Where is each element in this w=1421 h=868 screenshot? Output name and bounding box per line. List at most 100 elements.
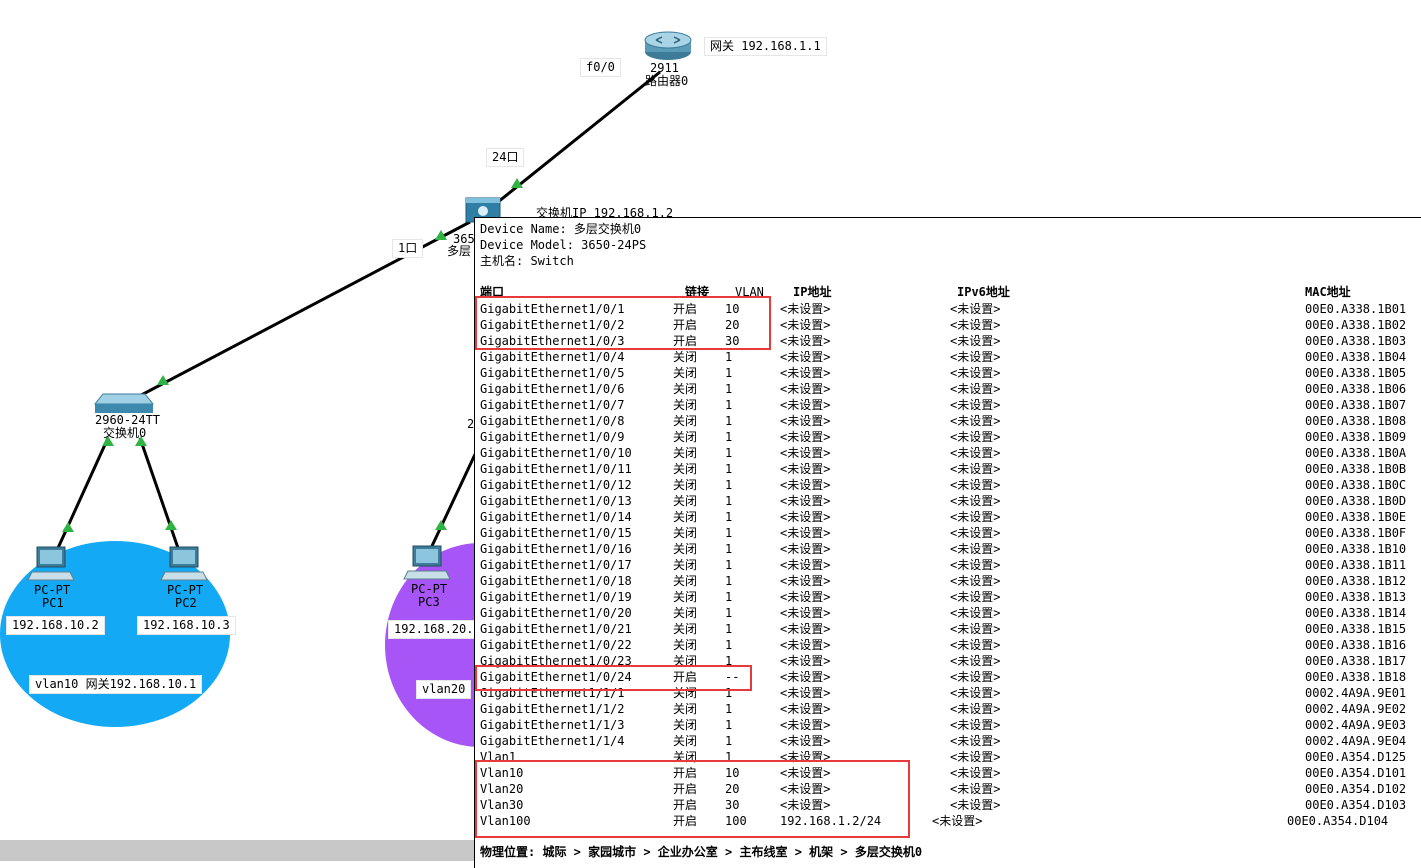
mac-cell: 00E0.A338.1B0D — [1305, 494, 1407, 508]
link-cell: 关闭 — [673, 526, 698, 540]
ip-cell: <未设置> — [780, 686, 831, 700]
link-cell: 关闭 — [673, 462, 698, 476]
device-name-label: Device Name: — [480, 222, 574, 236]
link-up-indicator — [157, 375, 169, 385]
ipv6-cell: <未设置> — [950, 686, 1001, 700]
ipv6-cell: <未设置> — [950, 750, 1001, 764]
ip-cell: <未设置> — [780, 398, 831, 412]
mac-cell: 00E0.A338.1B01 — [1305, 302, 1407, 316]
ipv6-cell: <未设置> — [950, 606, 1001, 620]
port-cell: GigabitEthernet1/0/2 — [480, 318, 625, 332]
mac-cell: 00E0.A354.D104 — [1287, 814, 1389, 828]
vlan-cell: 100 — [725, 814, 747, 828]
vlan-cell: 1 — [725, 478, 733, 492]
pc3-name-label: PC3 — [418, 595, 440, 609]
ip-cell: <未设置> — [780, 430, 831, 444]
vlan-cell: 1 — [725, 414, 733, 428]
port-cell: GigabitEthernet1/0/14 — [480, 510, 632, 524]
ip-cell: <未设置> — [780, 622, 831, 636]
ip-cell: <未设置> — [780, 574, 831, 588]
ip-cell: <未设置> — [780, 606, 831, 620]
link-router-multilayer[interactable] — [487, 70, 661, 212]
vlan10-note: vlan10 网关192.168.10.1 — [29, 675, 203, 694]
mac-cell: 00E0.A338.1B12 — [1305, 574, 1407, 588]
ip-cell: <未设置> — [780, 446, 831, 460]
mac-cell: 00E0.A338.1B11 — [1305, 558, 1407, 572]
vlan-cell: 1 — [725, 430, 733, 444]
router-model-label: 2911 — [650, 61, 679, 75]
device-name-line: Device Name: 多层交换机0 — [480, 222, 641, 236]
link-cell: 开启 — [673, 814, 698, 828]
multilayer-ip-note: 交换机IP 192.168.1.2 — [536, 206, 674, 220]
mac-cell: 0002.4A9A.9E03 — [1305, 718, 1407, 732]
vlan-cell: 1 — [725, 750, 733, 764]
ipv6-cell: <未设置> — [950, 334, 1001, 348]
ipv6-cell: <未设置> — [950, 494, 1001, 508]
router-icon[interactable] — [644, 31, 692, 60]
port-cell: GigabitEthernet1/0/5 — [480, 366, 625, 380]
port-cell: Vlan20 — [480, 782, 524, 796]
port-cell: Vlan10 — [480, 766, 524, 780]
ipv6-cell: <未设置> — [950, 382, 1001, 396]
multilayer-model-label: 365 — [453, 232, 475, 246]
multilayer-name-label: 多层 — [447, 244, 472, 258]
pc3-ip-note: 192.168.20.2 — [388, 620, 487, 639]
mac-cell: 00E0.A338.1B0F — [1305, 526, 1407, 540]
ipv6-cell: <未设置> — [950, 462, 1001, 476]
mac-cell: 00E0.A338.1B03 — [1305, 334, 1407, 348]
port-cell: GigabitEthernet1/0/7 — [480, 398, 625, 412]
pc3-icon[interactable] — [403, 545, 451, 580]
port-cell: GigabitEthernet1/0/9 — [480, 430, 625, 444]
ipv6-cell: <未设置> — [950, 414, 1001, 428]
mac-cell: 00E0.A338.1B10 — [1305, 542, 1407, 556]
ip-cell: <未设置> — [780, 494, 831, 508]
vlan-cell: 1 — [725, 558, 733, 572]
ip-cell: <未设置> — [780, 734, 831, 748]
mac-cell: 00E0.A338.1B06 — [1305, 382, 1407, 396]
port-cell: GigabitEthernet1/1/3 — [480, 718, 625, 732]
ip-cell: <未设置> — [780, 798, 831, 812]
pc2-icon[interactable] — [160, 546, 208, 581]
link-cell: 关闭 — [673, 638, 698, 652]
ip-cell: <未设置> — [780, 542, 831, 556]
vlan-cell: 1 — [725, 718, 733, 732]
vlan-cell: 1 — [725, 734, 733, 748]
link-cell: 关闭 — [673, 654, 698, 668]
mac-cell: 00E0.A354.D102 — [1305, 782, 1407, 796]
link-cell: 关闭 — [673, 622, 698, 636]
pc1-icon[interactable] — [27, 546, 75, 581]
link-2960-pc2[interactable] — [138, 437, 180, 549]
vlan-cell: 1 — [725, 350, 733, 364]
ip-cell: <未设置> — [780, 782, 831, 796]
port-cell: GigabitEthernet1/0/13 — [480, 494, 632, 508]
link-up-indicator — [511, 178, 523, 188]
ipv6-cell: <未设置> — [950, 622, 1001, 636]
horizontal-scrollbar[interactable] — [0, 840, 475, 861]
link-cell: 开启 — [673, 766, 698, 780]
ip-cell: <未设置> — [780, 478, 831, 492]
pc2-ip-note: 192.168.10.3 — [137, 616, 236, 635]
switch2960-name-label: 交换机0 — [103, 426, 147, 440]
ip-cell: <未设置> — [780, 414, 831, 428]
link-cell: 关闭 — [673, 478, 698, 492]
device-name-value: 多层交换机0 — [573, 222, 642, 236]
mac-cell: 00E0.A354.D101 — [1305, 766, 1407, 780]
vlan-cell: 20 — [725, 318, 740, 332]
port-cell: GigabitEthernet1/0/24 — [480, 670, 632, 684]
link-multilayer-pc3[interactable] — [430, 447, 480, 547]
link-cell: 关闭 — [673, 382, 698, 396]
vlan-cell: 1 — [725, 638, 733, 652]
ip-cell: <未设置> — [780, 382, 831, 396]
link-cell: 关闭 — [673, 542, 698, 556]
mac-cell: 00E0.A338.1B13 — [1305, 590, 1407, 604]
ip-cell: <未设置> — [780, 334, 831, 348]
ipv6-cell: <未设置> — [950, 398, 1001, 412]
switch-2960-icon[interactable] — [93, 393, 155, 413]
link-cell: 开启 — [673, 318, 698, 332]
vlan-cell: 1 — [725, 526, 733, 540]
link-cell: 关闭 — [673, 702, 698, 716]
mac-cell: 00E0.A338.1B07 — [1305, 398, 1407, 412]
port-cell: GigabitEthernet1/0/22 — [480, 638, 632, 652]
ipv6-cell: <未设置> — [950, 590, 1001, 604]
link-cell: 关闭 — [673, 366, 698, 380]
